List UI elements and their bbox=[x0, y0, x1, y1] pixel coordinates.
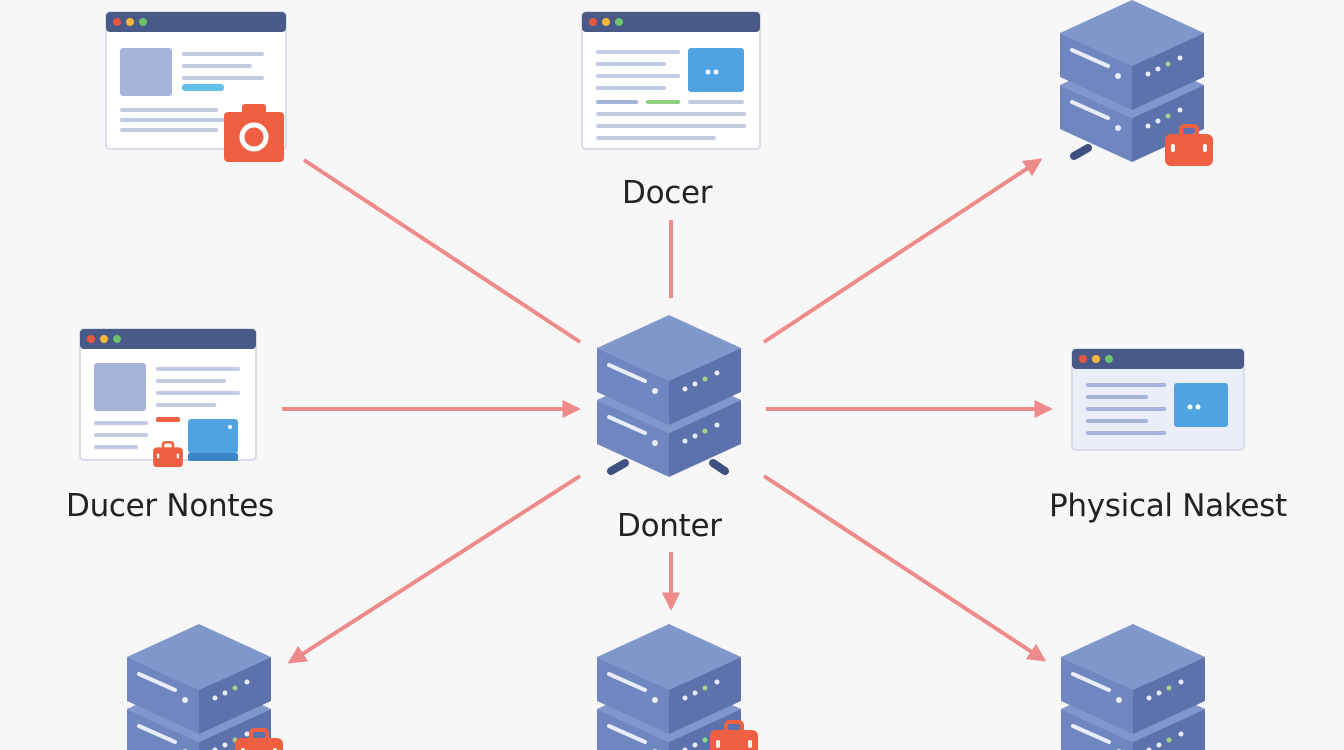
label-hub: Donter bbox=[617, 508, 722, 544]
camera-icon bbox=[224, 104, 284, 162]
server-stack-icon-hub bbox=[597, 315, 741, 477]
connection-arrows bbox=[282, 158, 1053, 664]
label-left-middle: Ducer Nontes bbox=[66, 488, 274, 524]
arrow-hub-to-bottom-left bbox=[287, 474, 582, 664]
browser-window-icon bbox=[581, 11, 761, 150]
browser-window-icon bbox=[1071, 348, 1245, 451]
browser-window-icon bbox=[79, 328, 257, 461]
label-right-middle: Physical Nakest bbox=[1049, 488, 1287, 524]
label-top-center: Docer bbox=[622, 175, 713, 211]
arrow-top-left-to-hub bbox=[302, 158, 582, 344]
arrow-hub-to-top-right bbox=[762, 158, 1043, 344]
server-stack-icon-bottom-right bbox=[1061, 624, 1205, 750]
arrow-hub-to-bottom-right bbox=[762, 474, 1047, 662]
